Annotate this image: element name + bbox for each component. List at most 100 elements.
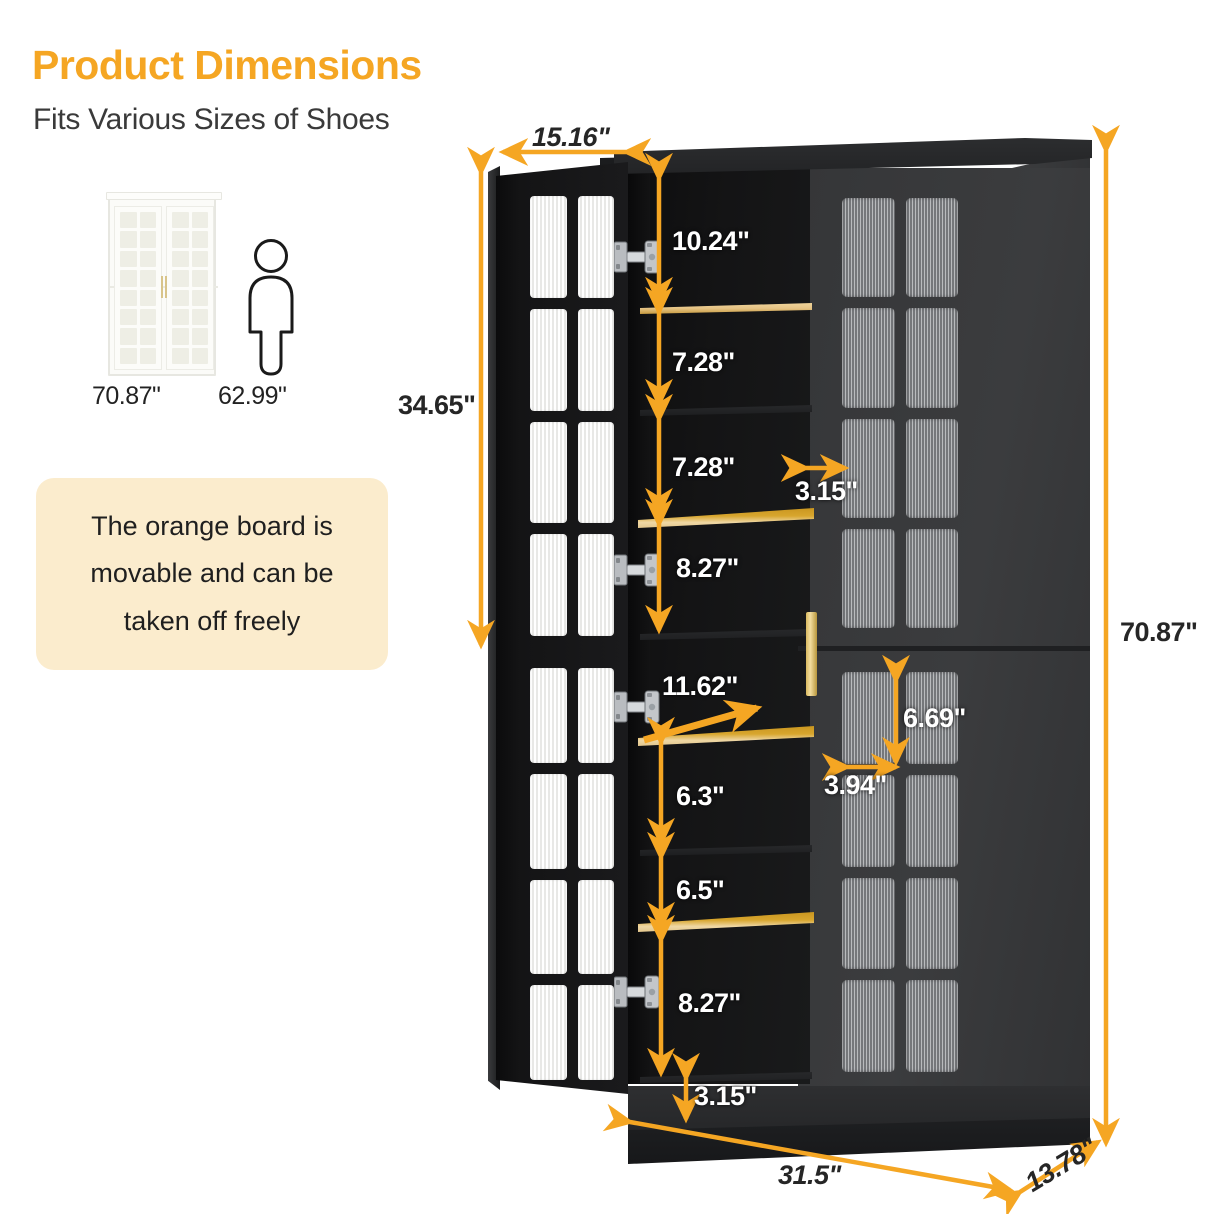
cabinet-icon-handles bbox=[160, 276, 168, 298]
glass-pane bbox=[905, 877, 958, 970]
dim-label-shelf-gap-2: 7.28" bbox=[672, 452, 735, 482]
glass-pane bbox=[530, 668, 567, 763]
cabinet-height-label: 70.87" bbox=[92, 382, 161, 410]
glass-pane bbox=[577, 534, 614, 636]
pane bbox=[120, 212, 137, 229]
glass-pane bbox=[842, 877, 895, 970]
dim-label-orange-board-depth: 11.62" bbox=[662, 671, 738, 701]
pane bbox=[191, 212, 208, 229]
cabinet-interior bbox=[624, 166, 810, 1084]
pane bbox=[191, 270, 208, 287]
pane bbox=[120, 308, 137, 326]
pane bbox=[139, 328, 156, 345]
pane bbox=[191, 289, 208, 306]
pane bbox=[172, 308, 189, 326]
glass-pane bbox=[530, 308, 567, 411]
page-subtitle: Fits Various Sizes of Shoes bbox=[33, 103, 390, 136]
pane bbox=[139, 212, 156, 229]
dim-label-shelf-gap-1: 7.28" bbox=[672, 347, 735, 377]
cabinet-mid-divider bbox=[798, 646, 1090, 651]
pane bbox=[172, 289, 189, 306]
dim-label-lower-gap-2: 6.5" bbox=[676, 875, 725, 905]
hinge-icon bbox=[614, 690, 660, 724]
glass-pane bbox=[577, 196, 614, 298]
page-title: Product Dimensions bbox=[32, 42, 422, 88]
dim-label-top-compartment: 10.24" bbox=[672, 226, 750, 256]
pane bbox=[120, 328, 137, 345]
divider-lower-bottom bbox=[640, 1072, 812, 1083]
dim-label-lower-gap-3: 8.27" bbox=[678, 988, 741, 1018]
glass-pane bbox=[577, 879, 614, 975]
dim-label-plinth-height: 3.15" bbox=[694, 1081, 757, 1111]
size-comparison-group: 70.87" 62.99" bbox=[92, 192, 330, 411]
right-door-lower-panes[interactable] bbox=[842, 672, 958, 1072]
note-text: The orange board is movable and can be t… bbox=[90, 511, 334, 636]
open-door-lower-panes bbox=[530, 668, 614, 1080]
cabinet-icon-divider bbox=[110, 286, 218, 288]
hinge-icon bbox=[614, 975, 660, 1009]
pane bbox=[120, 347, 137, 364]
pane bbox=[139, 289, 156, 306]
right-door-upper-panes[interactable] bbox=[842, 198, 958, 628]
glass-pane bbox=[842, 418, 895, 518]
glass-pane bbox=[577, 985, 614, 1080]
glass-pane bbox=[530, 985, 567, 1080]
pane bbox=[120, 231, 137, 248]
pane bbox=[120, 289, 137, 306]
cabinet-icon-left-door bbox=[114, 206, 162, 370]
shelf-dark-upper-1 bbox=[640, 405, 812, 416]
glass-pane bbox=[577, 773, 614, 869]
glass-pane bbox=[577, 421, 614, 524]
cabinet-icon-right-door bbox=[166, 206, 214, 370]
pane bbox=[172, 250, 189, 268]
pane bbox=[172, 347, 189, 364]
glass-pane bbox=[577, 668, 614, 763]
glass-pane bbox=[577, 308, 614, 411]
glass-pane bbox=[530, 196, 567, 298]
dim-label-upper-door-height: 34.65" bbox=[398, 390, 476, 420]
pane bbox=[172, 328, 189, 345]
glass-pane bbox=[905, 672, 958, 764]
glass-pane bbox=[842, 528, 895, 628]
hinge-icon bbox=[614, 553, 660, 587]
pane bbox=[172, 270, 189, 287]
pane bbox=[191, 308, 208, 326]
pane bbox=[139, 347, 156, 364]
dim-label-pane-height: 6.69" bbox=[903, 703, 966, 733]
glass-pane bbox=[905, 418, 958, 518]
dim-label-lower-gap-1: 6.3" bbox=[676, 781, 725, 811]
glass-pane bbox=[842, 198, 895, 298]
dim-label-total-width: 31.5" bbox=[778, 1160, 841, 1190]
cabinet-icon-top bbox=[106, 192, 222, 200]
shelf-dark-lower-1 bbox=[640, 845, 812, 856]
cabinet-icon bbox=[106, 192, 222, 376]
glass-pane bbox=[905, 774, 958, 867]
open-door-upper-panes bbox=[530, 196, 614, 636]
glass-pane bbox=[530, 421, 567, 524]
pane bbox=[191, 347, 208, 364]
pane bbox=[191, 328, 208, 345]
dim-label-shelf-gap-3: 8.27" bbox=[676, 553, 739, 583]
pane bbox=[139, 250, 156, 268]
glass-pane bbox=[905, 980, 958, 1072]
pane bbox=[191, 231, 208, 248]
pane bbox=[191, 250, 208, 268]
pane bbox=[120, 270, 137, 287]
glass-pane bbox=[842, 774, 895, 867]
hinge-icon bbox=[614, 240, 660, 274]
pane bbox=[139, 308, 156, 326]
glass-pane bbox=[530, 773, 567, 869]
pane bbox=[172, 231, 189, 248]
glass-pane bbox=[905, 528, 958, 628]
person-height-label: 62.99" bbox=[218, 382, 287, 410]
glass-pane bbox=[842, 980, 895, 1072]
pane bbox=[139, 270, 156, 287]
dim-label-door-clearance: 3.15" bbox=[795, 476, 858, 506]
glass-pane bbox=[905, 308, 958, 408]
door-handle-lower[interactable] bbox=[806, 622, 817, 696]
pane bbox=[139, 231, 156, 248]
shelf-orange-upper-1 bbox=[640, 303, 812, 314]
dim-label-total-height: 70.87" bbox=[1120, 617, 1198, 647]
